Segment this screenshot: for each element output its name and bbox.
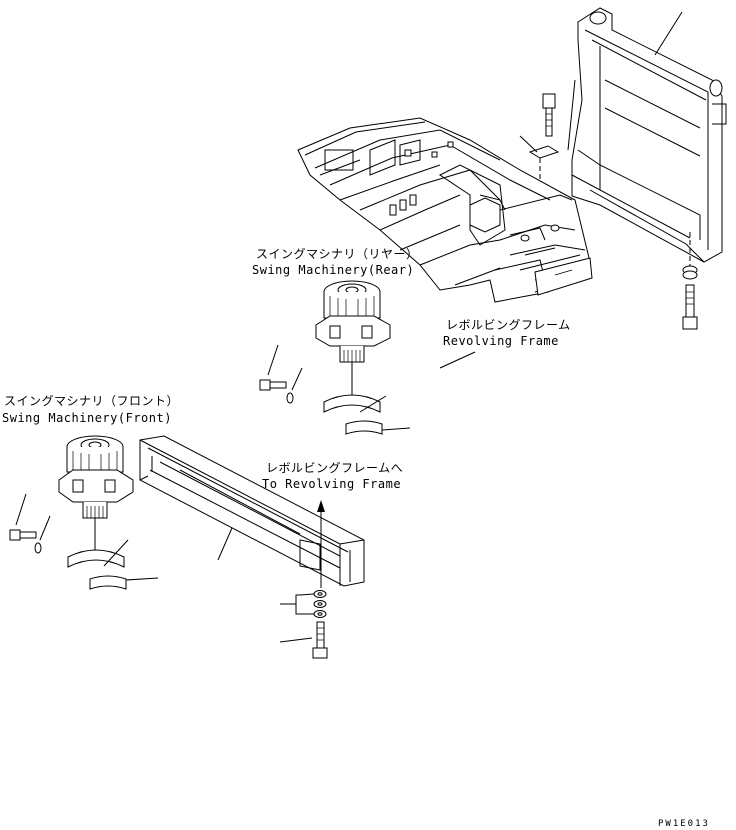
label-frame-jp: レボルビングフレーム [446, 318, 571, 332]
label-rear-en: Swing Machinery(Rear) [252, 263, 414, 277]
bolt-upper-right [542, 93, 556, 137]
label-front-jp: スイングマシナリ（フロント） [4, 394, 179, 408]
direction-arrow-up [317, 500, 325, 588]
spacer-ring-front [67, 539, 159, 590]
swing-machinery-front [58, 435, 134, 552]
bracket-frame [567, 7, 727, 263]
label-front-en: Swing Machinery(Front) [2, 411, 172, 425]
label-to-frame-jp: レボルビングフレームへ [266, 461, 403, 475]
bolt-center [279, 621, 328, 659]
spacer-ring-rear [323, 394, 411, 435]
swing-machinery-rear [315, 280, 391, 398]
leader-line [217, 527, 233, 561]
revolving-frame [297, 117, 593, 369]
bolt-front [9, 493, 51, 554]
label-frame-en: Revolving Frame [443, 334, 559, 348]
washers-center [280, 590, 327, 618]
leader-line [439, 351, 476, 369]
bolt-lower-right [682, 232, 698, 330]
label-to-frame-en: To Revolving Frame [262, 477, 401, 491]
label-rear-jp: スイングマシナリ（リヤー） [256, 247, 419, 261]
cross-beam [139, 435, 365, 587]
leader-line [654, 11, 683, 56]
bolt-rear [259, 344, 303, 404]
drawing-code: PW1E013 [658, 819, 710, 829]
